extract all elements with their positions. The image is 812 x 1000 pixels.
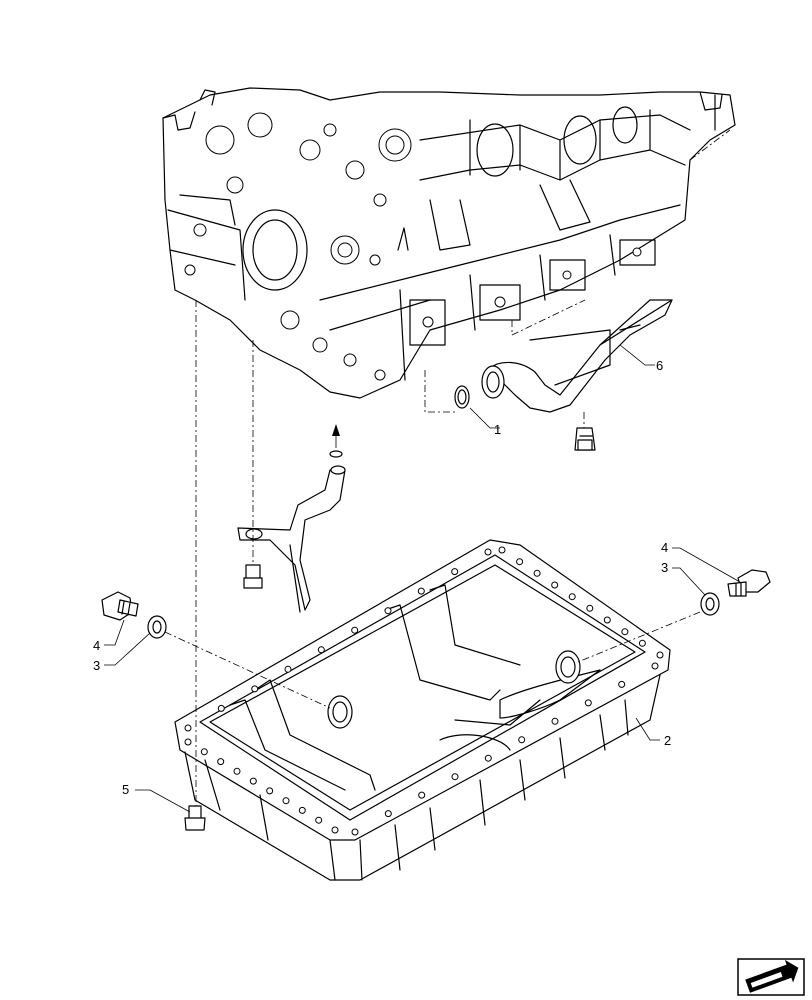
suction-pipe-bolt [574, 427, 596, 451]
flange-bolt-hole [586, 604, 594, 612]
next-page-arrow-icon[interactable] [737, 956, 805, 997]
flange-bolt-hole [317, 646, 325, 654]
drain-plug-right [727, 569, 771, 597]
flange-bolt-hole [551, 581, 559, 589]
oil-suction-pipe [481, 299, 673, 413]
flange-bolt-hole [351, 626, 359, 634]
flange-bolt-hole [315, 816, 323, 824]
drain-plug-left [101, 591, 139, 621]
flange-bolt-hole [621, 628, 629, 636]
callout-2: 2 [664, 733, 671, 748]
callout-4-right: 4 [661, 540, 668, 555]
oil-pan [174, 539, 671, 881]
flange-bolt-hole [518, 736, 526, 744]
flange-bolt-hole [217, 704, 225, 712]
callout-6: 6 [656, 358, 663, 373]
flange-bolt-hole [484, 754, 492, 762]
flange-bolt-hole [284, 665, 292, 673]
flange-bolt-hole [568, 593, 576, 601]
flange-bolt-hole [351, 828, 359, 836]
callout-leaders [104, 344, 741, 813]
dipstick-tube [237, 465, 346, 613]
flange-bolt-hole [551, 717, 559, 725]
flange-bolt-hole [584, 699, 592, 707]
callout-3-left: 3 [93, 658, 100, 673]
flange-bolt-hole [498, 546, 506, 554]
flange-bolt-hole [533, 569, 541, 577]
pan-bolt [184, 805, 206, 831]
flange-bolt-hole [184, 724, 192, 732]
flange-bolt-hole [384, 810, 392, 818]
flange-bolt-hole [217, 758, 225, 766]
dipstick-bolt [243, 564, 263, 589]
callout-1: 1 [494, 422, 501, 437]
flange-bolt-hole [298, 806, 306, 814]
flange-bolt-hole [618, 680, 626, 688]
flange-bolt-hole [516, 558, 524, 566]
washer-left [147, 615, 167, 639]
flange-bolt-hole [282, 797, 290, 805]
callout-4-left: 4 [93, 638, 100, 653]
flange-bolt-hole [418, 791, 426, 799]
flange-bolt-hole [638, 639, 646, 647]
callout-5: 5 [122, 782, 129, 797]
o-ring-1 [454, 385, 470, 409]
flange-bolt-hole [251, 685, 259, 693]
flange-bolt-hole [200, 748, 208, 756]
flange-bolt-hole [417, 587, 425, 595]
flange-bolt-hole [451, 568, 459, 576]
flange-bolt-hole [603, 616, 611, 624]
washer-right [700, 592, 720, 616]
callout-3-right: 3 [661, 560, 668, 575]
flange-bolt-hole [384, 607, 392, 615]
flange-bolt-hole [266, 787, 274, 795]
flange-bolt-hole [484, 548, 492, 556]
flange-bolt-hole [656, 651, 664, 659]
flange-bolt-hole [233, 767, 241, 775]
flange-bolt-hole [451, 773, 459, 781]
flange-bolt-hole [651, 662, 659, 670]
engine-block [162, 87, 736, 399]
flange-bolt-hole [184, 738, 192, 746]
dipstick-o-ring [329, 450, 343, 458]
flange-bolt-hole [331, 826, 339, 834]
flange-bolt-hole [249, 777, 257, 785]
